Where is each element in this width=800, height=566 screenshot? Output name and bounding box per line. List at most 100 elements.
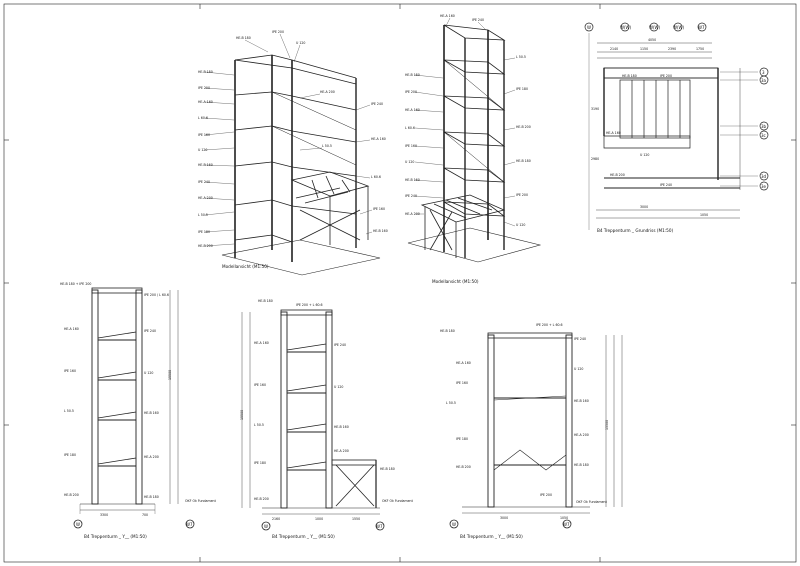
- svg-text:HE-B 180: HE-B 180: [380, 467, 395, 471]
- svg-text:HE-A 160: HE-A 160: [456, 361, 471, 365]
- svg-text:IPE 160: IPE 160: [405, 144, 417, 148]
- elev-left-okf: OKF Ok Fundament: [185, 499, 217, 503]
- svg-text:HE-B 180: HE-B 180: [574, 463, 589, 467]
- elev-left-dim-2: 700: [142, 513, 148, 517]
- svg-text:IPE 180: IPE 180: [516, 87, 528, 91]
- svg-text:IPE 240: IPE 240: [574, 337, 586, 341]
- svg-text:IPE 240: IPE 240: [660, 183, 672, 187]
- elev-left-axis-2: W7: [186, 522, 193, 527]
- plan-dim-left-1: 3190: [591, 107, 599, 111]
- svg-text:HE-B 160: HE-B 160: [373, 229, 388, 233]
- plan-axis-r1: 3: [762, 70, 765, 75]
- svg-text:HE-B 180: HE-B 180: [516, 159, 531, 163]
- svg-text:IPE 180: IPE 180: [456, 437, 468, 441]
- svg-text:HE-A 160: HE-A 160: [405, 108, 420, 112]
- svg-text:HE-B 200: HE-B 200: [456, 465, 471, 469]
- plan-axis-r2: 3a: [761, 78, 767, 83]
- svg-text:IPE 240: IPE 240: [334, 343, 346, 347]
- svg-text:HE-B 200: HE-B 200: [610, 173, 625, 177]
- svg-text:L 50.5: L 50.5: [516, 55, 526, 59]
- svg-text:HE-B 160: HE-B 160: [198, 163, 213, 167]
- elev-right-axis-1: W: [452, 522, 456, 527]
- plan-caption: B4 Treppenturm _ Grundriss (M1:50): [597, 228, 674, 233]
- elev-mid-axis-2: W7: [376, 524, 383, 529]
- svg-text:HE-B 180: HE-B 180: [144, 495, 159, 499]
- elev-right-dim-2: 1050: [560, 516, 568, 520]
- plan-dim-3: 1150: [640, 47, 648, 51]
- svg-text:U 120: U 120: [405, 160, 414, 164]
- svg-text:HE-A 200: HE-A 200: [405, 212, 420, 216]
- isometric-label-text-left: HE-B 180 IPE 200 HE-A 160 L 60.6 IPE 160 U …: [198, 30, 388, 269]
- plan-view: [584, 22, 769, 230]
- elev-right-caption: B4 Treppenturm _ Y__ (M1:50): [460, 534, 523, 539]
- svg-text:IPE 200: IPE 200: [272, 30, 284, 34]
- plan-dim-1: 4050: [648, 38, 656, 42]
- svg-text:IPE 200: IPE 200: [516, 193, 528, 197]
- svg-text:HE-A 160: HE-A 160: [371, 137, 386, 141]
- svg-text:U 120: U 120: [144, 371, 153, 375]
- svg-text:HE-B 200: HE-B 200: [516, 125, 531, 129]
- svg-text:HE-A 160: HE-A 160: [606, 131, 621, 135]
- svg-text:HE-A 200: HE-A 200: [574, 433, 589, 437]
- svg-text:HE-B 180 + IPE 200: HE-B 180 + IPE 200: [60, 282, 91, 286]
- svg-text:U 120: U 120: [296, 41, 305, 45]
- plan-axis-3: W(W): [649, 25, 660, 30]
- elev-mid-dim-1: 2160: [272, 517, 280, 521]
- isometric-view-right: [407, 24, 542, 263]
- elev-right-height: 15500: [605, 420, 609, 430]
- elev-right-okf: OKF Ok Fundament: [576, 500, 608, 504]
- svg-text:L 60.6: L 60.6: [405, 126, 415, 130]
- svg-text:HE-A 160: HE-A 160: [64, 327, 79, 331]
- elev-mid-height: 15500: [240, 410, 244, 420]
- elev-mid-axis-1: W: [264, 524, 268, 529]
- plan-dim-4: 2390: [668, 47, 676, 51]
- svg-text:IPE 240: IPE 240: [144, 329, 156, 333]
- svg-text:HE-B 200: HE-B 200: [64, 493, 79, 497]
- plan-dim-left-2: 2980: [591, 157, 599, 161]
- plan-axis-2: W(W): [620, 25, 631, 30]
- svg-text:L 50.5: L 50.5: [198, 213, 208, 217]
- svg-text:HE-B 180: HE-B 180: [405, 73, 420, 77]
- elev-mid-okf: OKF Ok Fundament: [382, 499, 414, 503]
- elev-mid-dim-3: 1550: [352, 517, 360, 521]
- svg-text:IPE 180: IPE 180: [64, 453, 76, 457]
- svg-text:U 120: U 120: [574, 367, 583, 371]
- svg-text:HE-B 180: HE-B 180: [440, 329, 455, 333]
- svg-text:HE-A 160: HE-A 160: [254, 341, 269, 345]
- svg-text:HE-A 160: HE-A 160: [440, 14, 455, 18]
- isometric-labels-left: [204, 33, 373, 247]
- plan-axis-r4: 3c: [761, 133, 766, 138]
- plan-dim-5: 1750: [696, 47, 704, 51]
- svg-text:IPE 200: IPE 200: [660, 74, 672, 78]
- svg-text:U 120: U 120: [640, 153, 649, 157]
- svg-text:U 120: U 120: [334, 385, 343, 389]
- svg-text:IPE 160: IPE 160: [373, 207, 385, 211]
- svg-text:HE-A 200: HE-A 200: [198, 196, 213, 200]
- elev-left-axis-1: W: [76, 522, 80, 527]
- svg-text:L 60.6: L 60.6: [371, 175, 381, 179]
- sheet-frame: [3, 3, 797, 563]
- svg-text:L 60.6: L 60.6: [198, 116, 208, 120]
- svg-text:IPE 160: IPE 160: [64, 369, 76, 373]
- elevation-left-text: HE-B 180 + IPE 200 IPE 200 / L 60.6 HE-A…: [60, 282, 217, 539]
- svg-text:HE-B 180: HE-B 180: [198, 70, 213, 74]
- svg-text:HE-A 200: HE-A 200: [144, 455, 159, 459]
- svg-text:IPE 200 / L 60.6: IPE 200 / L 60.6: [144, 293, 169, 297]
- plan-axis-r5: 3d: [761, 174, 767, 179]
- svg-text:IPE 200: IPE 200: [540, 493, 552, 497]
- plan-text: W W(W) W(W) W(W) W7 3 3a 3b 3c 3d 3e 405…: [587, 25, 767, 233]
- plan-dim-bottom-1: 3000: [640, 205, 648, 209]
- svg-text:L 50.5: L 50.5: [446, 401, 456, 405]
- svg-text:IPE 200 + L 60.6: IPE 200 + L 60.6: [296, 303, 323, 307]
- elevation-middle: [241, 309, 385, 531]
- svg-text:HE-B 160: HE-B 160: [574, 399, 589, 403]
- plan-axis-r6: 3e: [761, 184, 767, 189]
- svg-text:IPE 240: IPE 240: [472, 18, 484, 22]
- svg-text:U 120: U 120: [198, 148, 207, 152]
- svg-text:HE-B 180: HE-B 180: [622, 74, 637, 78]
- svg-text:HE-B 160: HE-B 160: [405, 178, 420, 182]
- svg-text:IPE 180: IPE 180: [198, 230, 210, 234]
